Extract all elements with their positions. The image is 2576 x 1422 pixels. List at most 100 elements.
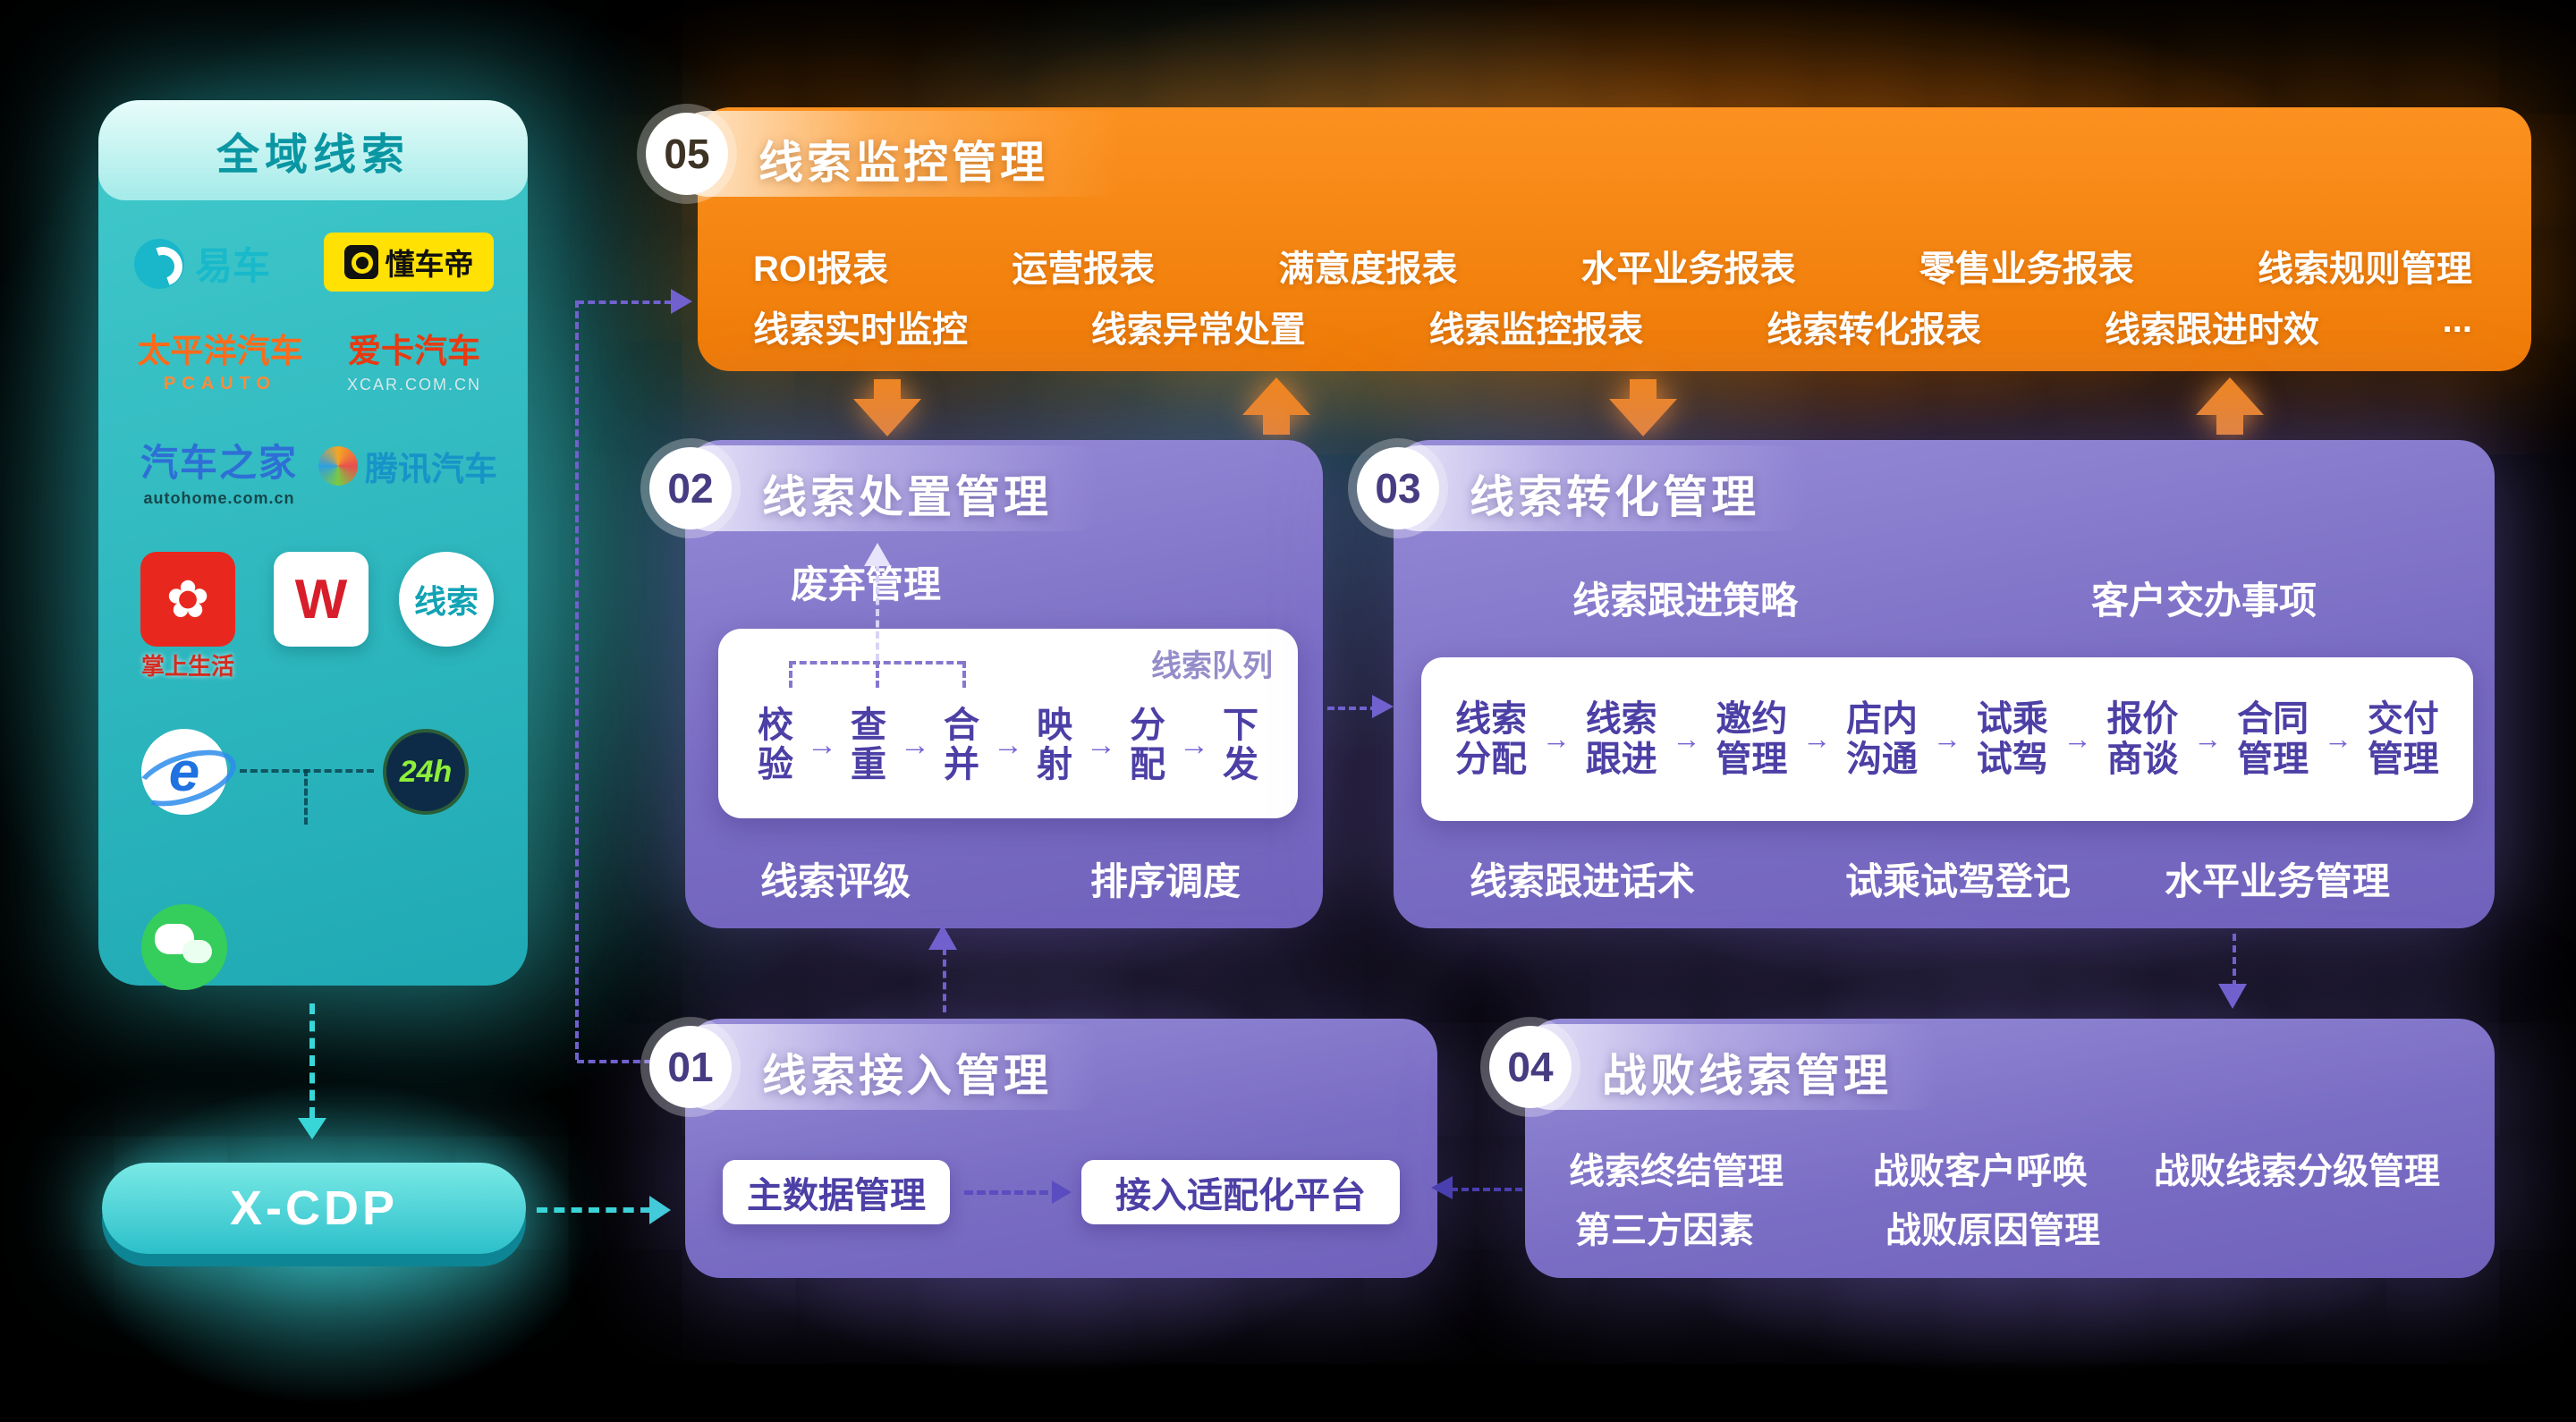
- section-number-badge: 05: [646, 113, 728, 195]
- arrow-right-icon: [649, 1196, 671, 1224]
- pcauto-logo: 太平洋汽车 PCAUTO: [129, 324, 311, 394]
- monitor-item: 线索转化报表: [1767, 310, 1982, 350]
- monitor-item: 线索监控报表: [1428, 310, 1644, 350]
- arrow-right-icon: →: [2193, 723, 2223, 755]
- arrow-right-icon: →: [807, 727, 837, 762]
- arrow-left-icon: [1431, 1176, 1453, 1199]
- monitor-item: 线索跟进时效: [2104, 310, 2319, 350]
- monitor-item: 运营报表: [1012, 250, 1156, 289]
- third-party-factor-label: 第三方因素: [1575, 1211, 1754, 1250]
- master-data-box: 主数据管理: [723, 1160, 950, 1224]
- lead-sources-panel: 全域线索 易车 懂车帝 太平洋汽车 PCAUTO 爱卡汽车 XCAR.COM.C…: [98, 100, 528, 990]
- arrow-right-icon: →: [1672, 723, 1701, 755]
- disposal-panel: 废弃管理 线索队列 校 验 → 查 重 → 合 并 → 映 射 → 分 配 → …: [685, 440, 1323, 928]
- conversion-to-defeat-line: [2233, 934, 2236, 987]
- tencent-icon: [318, 446, 358, 486]
- access-to-monitor-line: [575, 300, 579, 1060]
- arrow-right-icon: →: [1541, 723, 1571, 755]
- dongchedi-car-icon: [343, 245, 378, 279]
- arrow-right-icon: →: [900, 727, 930, 762]
- queue-step: 合 并: [944, 706, 979, 784]
- arrow-right-icon: →: [1802, 723, 1832, 755]
- access-title: 线索接入管理: [762, 1051, 1052, 1101]
- follow-script-label: 线索跟进话术: [1470, 860, 1696, 902]
- conversion-steps-box: 线索 分配 → 线索 跟进 → 邀约 管理 → 店内 沟通 → 试乘 试驾 → …: [1421, 657, 2473, 821]
- adapter-platform-box: 接入适配化平台: [1081, 1160, 1400, 1224]
- discard-bracket-line: [876, 661, 879, 688]
- xcdp-label: X-CDP: [229, 1181, 398, 1235]
- panel-title-text: 全域线索: [216, 131, 410, 179]
- defeat-customer-recall-label: 战败客户呼唤: [1873, 1152, 2088, 1191]
- dongchedi-logo: 懂车帝: [324, 233, 494, 292]
- queue-steps: 校 验 → 查 重 → 合 并 → 映 射 → 分 配 → 下 发: [758, 684, 1258, 806]
- xcdp-block: X-CDP: [102, 1163, 526, 1254]
- w-app-label: W: [294, 568, 348, 631]
- conversion-step: 交付 管理: [2367, 698, 2439, 779]
- lead-rating-label: 线索评级: [760, 860, 911, 902]
- discard-management-label: 废弃管理: [791, 563, 942, 605]
- conversion-step: 试乘 试驾: [1976, 698, 2048, 779]
- conversion-step: 报价 商谈: [2106, 698, 2179, 779]
- autohome-label: 汽车之家: [140, 442, 298, 484]
- arrow-up-icon: [928, 925, 957, 950]
- arrow-right-icon: [671, 289, 692, 314]
- tencent-auto-logo: 腾讯汽车: [318, 442, 497, 490]
- zhangshang-label: 掌上生活: [140, 653, 234, 680]
- section-number-badge: 04: [1489, 1026, 1572, 1108]
- defeat-title: 战败线索管理: [1602, 1051, 1892, 1101]
- monitor-item: ROI报表: [753, 250, 889, 289]
- flow-arrow-up: [1242, 377, 1310, 435]
- pcauto-sublabel: PCAUTO: [163, 374, 277, 394]
- conversion-step: 邀约 管理: [1716, 698, 1788, 779]
- yiche-label: 易车: [195, 245, 271, 287]
- section-number-badge: 01: [649, 1026, 732, 1108]
- autohome-sublabel: autohome.com.cn: [143, 489, 295, 507]
- monitor-item: 满意度报表: [1278, 250, 1458, 289]
- arrow-right-icon: [1372, 695, 1394, 718]
- yiche-icon: [134, 238, 184, 289]
- access-to-monitor-line: [577, 300, 682, 304]
- arrow-right-icon: →: [1932, 723, 1962, 755]
- test-drive-register-label: 试乘试驾登记: [1845, 860, 2072, 902]
- xiansuo-badge: 线索: [399, 552, 494, 647]
- queue-step: 分 配: [1130, 706, 1165, 784]
- service-24h-label: 24h: [399, 754, 453, 789]
- monitor-item: 线索异常处置: [1090, 310, 1306, 350]
- flower-icon: ✿: [140, 552, 235, 647]
- conversion-panel: 线索跟进策略 客户交办事项 线索 分配 → 线索 跟进 → 邀约 管理 → 店内…: [1394, 440, 2495, 928]
- sort-schedule-label: 排序调度: [1089, 860, 1241, 902]
- conversion-step: 合同 管理: [2237, 698, 2309, 779]
- monitor-item-ellipsis: ...: [2442, 300, 2472, 340]
- xcar-sublabel: XCAR.COM.CN: [346, 376, 481, 394]
- access-connector-line: [964, 1190, 1061, 1195]
- customer-tasks-label: 客户交办事项: [2091, 580, 2318, 622]
- monitor-row-1: ROI报表 运营报表 满意度报表 水平业务报表 零售业务报表 线索规则管理: [753, 240, 2472, 292]
- queue-step: 查 重: [851, 706, 886, 784]
- flow-arrow-down: [853, 379, 921, 436]
- conversion-step: 线索 分配: [1455, 698, 1527, 779]
- sidebar-to-xcdp-line: [309, 1003, 315, 1118]
- arrow-right-icon: →: [993, 727, 1023, 762]
- arrow-right-icon: [1052, 1181, 1072, 1204]
- wechat-icon: [141, 904, 227, 990]
- xcdp-to-access-line: [537, 1207, 651, 1213]
- access-to-monitor-line: [577, 1060, 685, 1063]
- horizontal-business-label: 水平业务管理: [2165, 860, 2391, 902]
- arrow-right-icon: →: [1086, 727, 1116, 762]
- monitor-row-2: 线索实时监控 线索异常处置 线索监控报表 线索转化报表 线索跟进时效 ...: [753, 300, 2472, 352]
- ie-letter: e: [168, 741, 200, 803]
- conversion-title: 线索转化管理: [1470, 472, 1759, 522]
- section-number-badge: 02: [649, 447, 732, 529]
- service-24h-icon: 24h: [383, 729, 469, 815]
- panel-title: 全域线索: [98, 100, 528, 200]
- arrow-right-icon: →: [2063, 723, 2092, 755]
- section-title-pill: [1509, 1024, 1938, 1110]
- disposal-title: 线索处置管理: [762, 472, 1052, 522]
- monitor-item: 水平业务报表: [1580, 250, 1796, 289]
- follow-strategy-label: 线索跟进策略: [1572, 580, 1799, 622]
- monitor-item: 线索实时监控: [753, 310, 968, 350]
- xiansuo-label: 线索: [413, 583, 479, 620]
- autohome-logo: 汽车之家 autohome.com.cn: [123, 433, 315, 508]
- pcauto-label: 太平洋汽车: [137, 333, 303, 369]
